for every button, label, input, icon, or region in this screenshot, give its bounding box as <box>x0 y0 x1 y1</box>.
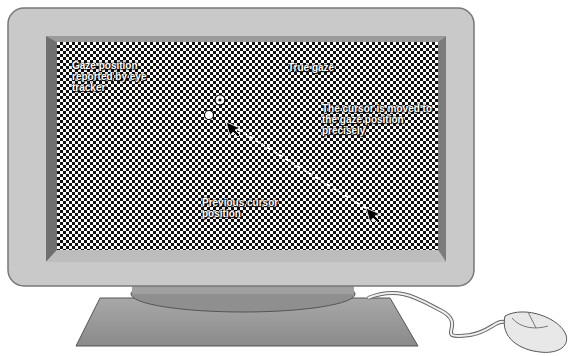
annotation-label: Previous cursor position <box>202 197 294 219</box>
annotation-label: Gaze position reported by eye tracker <box>72 60 172 93</box>
annotation-label: The cursor is moved to the gaze position… <box>322 103 434 136</box>
annotation-label: True gaze <box>288 62 358 73</box>
